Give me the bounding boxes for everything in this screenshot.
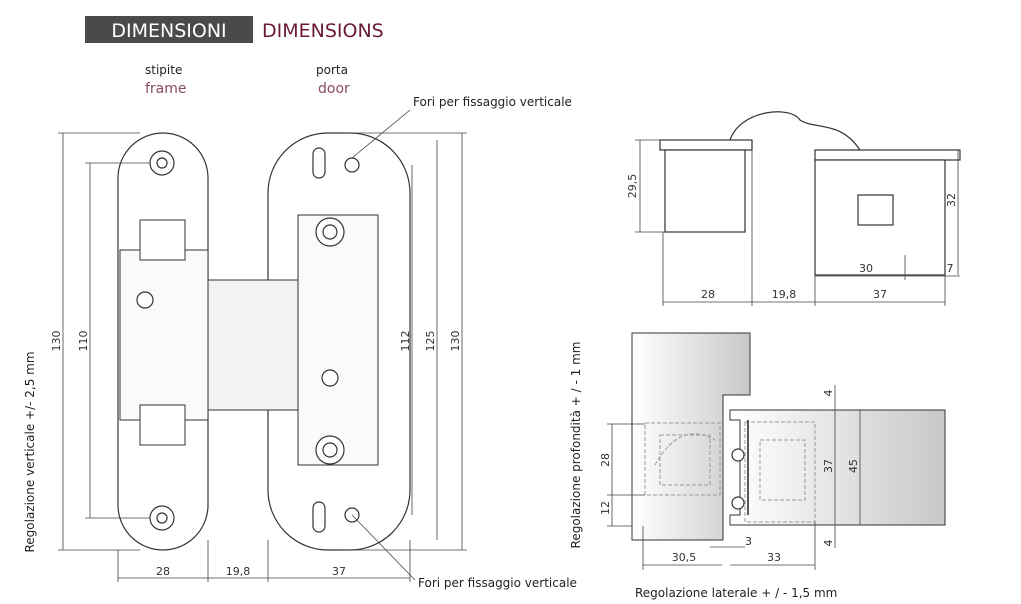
dim-top-gap: 19,8 — [772, 288, 797, 301]
dim-section-33: 33 — [767, 551, 781, 564]
dim-top-7: 7 — [947, 262, 954, 275]
dim-right-112: 112 — [399, 331, 412, 352]
dim-section-4-top: 4 — [822, 390, 835, 397]
dim-section-28: 28 — [599, 453, 612, 467]
lateral-adjustment-label: Regolazione laterale + / - 1,5 mm — [635, 586, 837, 600]
dim-bottom-door: 37 — [332, 565, 346, 578]
dim-top-frame: 28 — [701, 288, 715, 301]
hinge-section-view — [631, 332, 946, 541]
dim-bottom-frame: 28 — [156, 565, 170, 578]
dim-top-30: 30 — [859, 262, 873, 275]
frame-label-it: stipite — [145, 63, 182, 77]
dim-left-holes: 110 — [77, 331, 90, 352]
title-box — [85, 16, 253, 43]
dim-section-37: 37 — [822, 459, 835, 473]
door-label-en: door — [318, 81, 350, 97]
dim-section-12: 12 — [599, 501, 612, 515]
dim-right-125: 125 — [424, 331, 437, 352]
hinge-front-view — [117, 132, 411, 551]
dim-section-4-bottom: 4 — [822, 540, 835, 547]
title-it: DIMENSIONI — [111, 20, 226, 42]
door-label-it: porta — [316, 63, 348, 77]
dim-right-total: 130 — [449, 331, 462, 352]
note-bottom: Fori per fissaggio verticale — [418, 576, 577, 590]
dim-top-height: 29,5 — [626, 174, 639, 199]
frame-label-en: frame — [145, 81, 187, 97]
vertical-adjustment-label: Regolazione verticale +/- 2,5 mm — [23, 351, 37, 552]
note-top: Fori per fissaggio verticale — [413, 95, 572, 109]
title-en: DIMENSIONS — [262, 20, 384, 42]
dim-bottom-gap: 19,8 — [226, 565, 251, 578]
dim-section-3: 3 — [745, 535, 752, 548]
dim-top-door: 37 — [873, 288, 887, 301]
dim-left-total: 130 — [50, 331, 63, 352]
dim-section-45: 45 — [847, 459, 860, 473]
dim-top-32: 32 — [945, 193, 958, 207]
dim-section-30-5: 30,5 — [672, 551, 697, 564]
depth-adjustment-label: Regolazione profondità + / - 1 mm — [569, 342, 583, 549]
hinge-top-view — [659, 111, 961, 276]
